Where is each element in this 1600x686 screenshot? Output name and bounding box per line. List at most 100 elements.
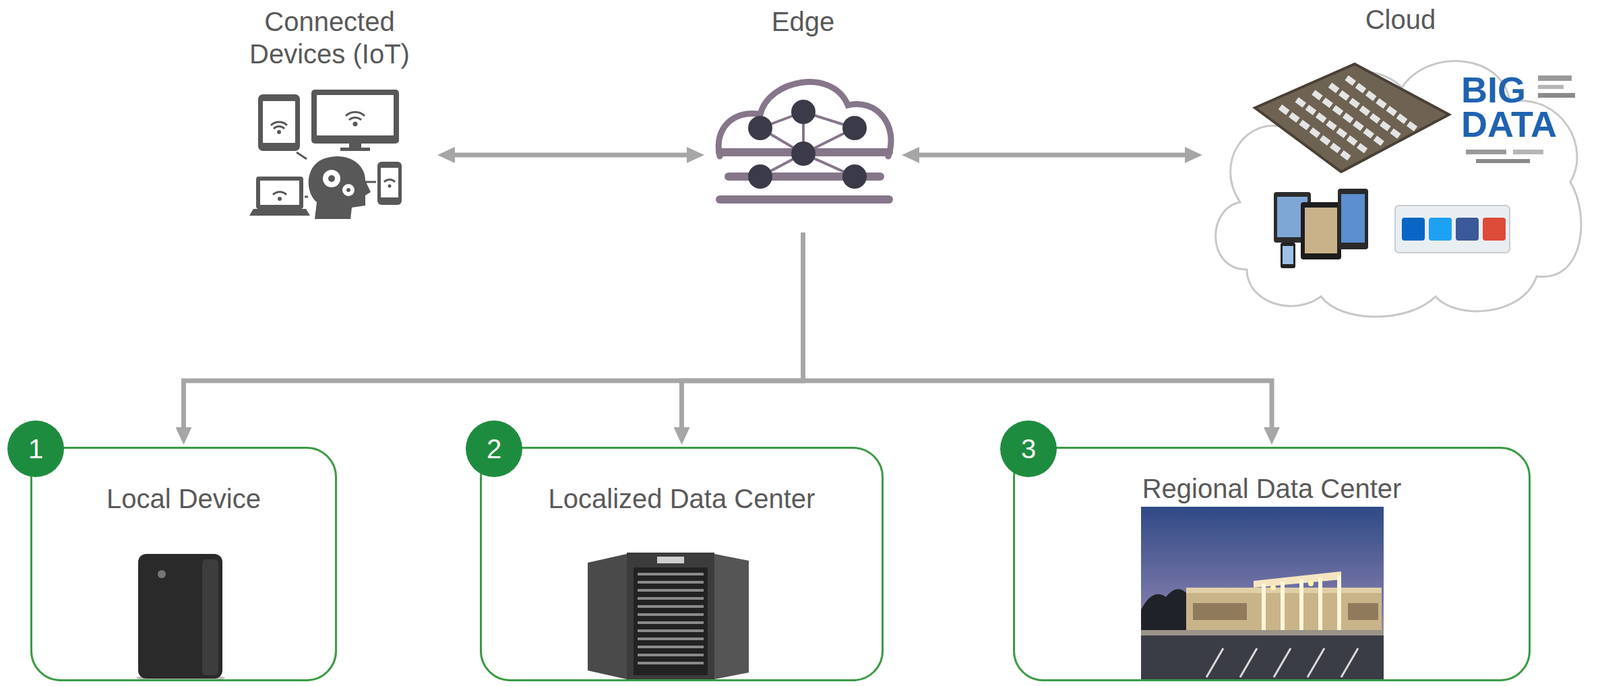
modem-illustration: [136, 554, 226, 682]
iot-devices-icon: [272, 192, 287, 195]
cloud-illustration: [1537, 75, 1572, 81]
iot-devices-icon: [260, 180, 300, 205]
connector-arrow: [183, 232, 804, 428]
edge-icon: [748, 115, 773, 141]
regional-data-center-photo: [1141, 630, 1384, 636]
cloud-illustration: [1537, 93, 1576, 98]
iot-devices-icon: [277, 196, 282, 201]
regional-data-center-photo: [1308, 580, 1314, 587]
modem-illustration: [138, 554, 223, 679]
connector-arrow: [682, 232, 804, 428]
callout-number: 3: [1000, 420, 1057, 478]
rack-illustration: [587, 554, 627, 680]
cloud-illustration: [1341, 194, 1365, 243]
cloud-illustration: [1513, 149, 1544, 155]
regional-data-center-photo: [1261, 583, 1266, 631]
edge-icon: [842, 115, 867, 141]
edge-icon: [842, 164, 867, 189]
regional-data-center-photo: [1141, 506, 1384, 682]
edge-icon: [791, 99, 816, 125]
cloud-illustration: [1254, 64, 1450, 172]
cloud-illustration: [1215, 61, 1582, 317]
cloud-illustration: [1537, 84, 1564, 89]
regional-data-center-photo: [1141, 589, 1193, 634]
edge-icon: [715, 82, 894, 204]
iot-devices-icon: [322, 169, 341, 188]
cloud-illustration: [1337, 188, 1369, 250]
cloud-illustration: [1300, 202, 1342, 260]
iot-devices-icon: [388, 184, 392, 189]
regional-data-center-photo: [1270, 585, 1276, 591]
regional-data-center-photo: [1206, 648, 1359, 678]
cloud-illustration: [1401, 217, 1425, 241]
cloud-illustration: [1475, 159, 1530, 164]
regional-data-center-photo: [1141, 630, 1384, 682]
iot-devices-icon: [340, 147, 371, 151]
iot-devices-icon: [345, 111, 365, 120]
iot-devices-icon: [277, 130, 282, 135]
iot-devices-icon: [342, 183, 355, 197]
node-title: Regional Data Center: [1142, 472, 1402, 505]
cloud-illustration: [1395, 205, 1510, 253]
node-title: Cloud: [1365, 3, 1437, 36]
callout-number: 2: [465, 420, 523, 478]
cloud-node: Cloud: [1209, 3, 1592, 321]
node-title: Local Device: [106, 482, 261, 515]
iot-devices-icon: [258, 94, 300, 151]
iot-devices-icon: [384, 179, 395, 182]
cloud-illustration: [1482, 217, 1506, 241]
word-cloud-text: BIG DATA: [1461, 72, 1580, 143]
rack-illustration: [587, 552, 749, 681]
cloud-illustration: [1428, 217, 1452, 241]
cloud-illustration: [1455, 217, 1479, 241]
local-device-box: Local Device: [30, 446, 337, 682]
iot-devices-icon: [249, 208, 311, 216]
regional-data-center-photo: [1141, 506, 1384, 682]
regional-data-center-photo: [1192, 603, 1247, 621]
iot-devices-icon: [311, 89, 399, 144]
connector-arrow: [803, 232, 1273, 428]
node-title: Connected Devices (IoT): [228, 5, 431, 71]
regional-data-center-photo: [1347, 603, 1379, 621]
edge-icon: [748, 164, 773, 189]
cloud-illustration: [1282, 245, 1294, 265]
connector-arrow: [919, 152, 1185, 158]
regional-data-center-photo: [1318, 577, 1323, 631]
rack-illustration: [714, 554, 749, 680]
rack-illustration: [633, 567, 708, 676]
iot-devices-icon: [377, 161, 402, 205]
iot-devices-icon: [346, 188, 351, 193]
iot-devices-icon: [270, 121, 288, 129]
iot-devices-node: Connected Devices (IoT): [228, 5, 431, 220]
iot-devices-icon: [256, 176, 304, 209]
rack-illustration: [637, 574, 704, 664]
regional-data-center-photo: [1299, 579, 1304, 631]
cloud-illustration: [1215, 61, 1582, 317]
rack-illustration: [657, 556, 685, 564]
node-title: Edge: [771, 5, 835, 38]
regional-data-center-photo: [1280, 581, 1285, 631]
modem-illustration: [157, 570, 166, 579]
iot-devices-icon: [296, 152, 377, 197]
edge-icon: [791, 141, 816, 166]
localized-data-center-box: Localized Data Center: [479, 446, 884, 682]
modem-illustration: [202, 559, 219, 676]
cloud-illustration: [1465, 149, 1507, 155]
iot-devices-icon: [249, 89, 402, 220]
iot-devices-icon: [262, 101, 296, 143]
cloud-illustration: [1304, 207, 1338, 254]
edge-icon: [715, 195, 894, 204]
iot-devices-icon: [380, 167, 399, 198]
callout-number: 1: [7, 420, 65, 478]
regional-data-center-photo: [1253, 571, 1342, 588]
regional-data-center-box: Regional Data Center: [1012, 446, 1531, 682]
iot-devices-icon: [353, 121, 358, 127]
iot-devices-icon: [308, 156, 371, 220]
edge-node: Edge: [711, 5, 896, 216]
connector-arrow: [454, 152, 687, 158]
cloud-illustration: [1280, 77, 1417, 158]
iot-devices-icon: [328, 175, 335, 182]
